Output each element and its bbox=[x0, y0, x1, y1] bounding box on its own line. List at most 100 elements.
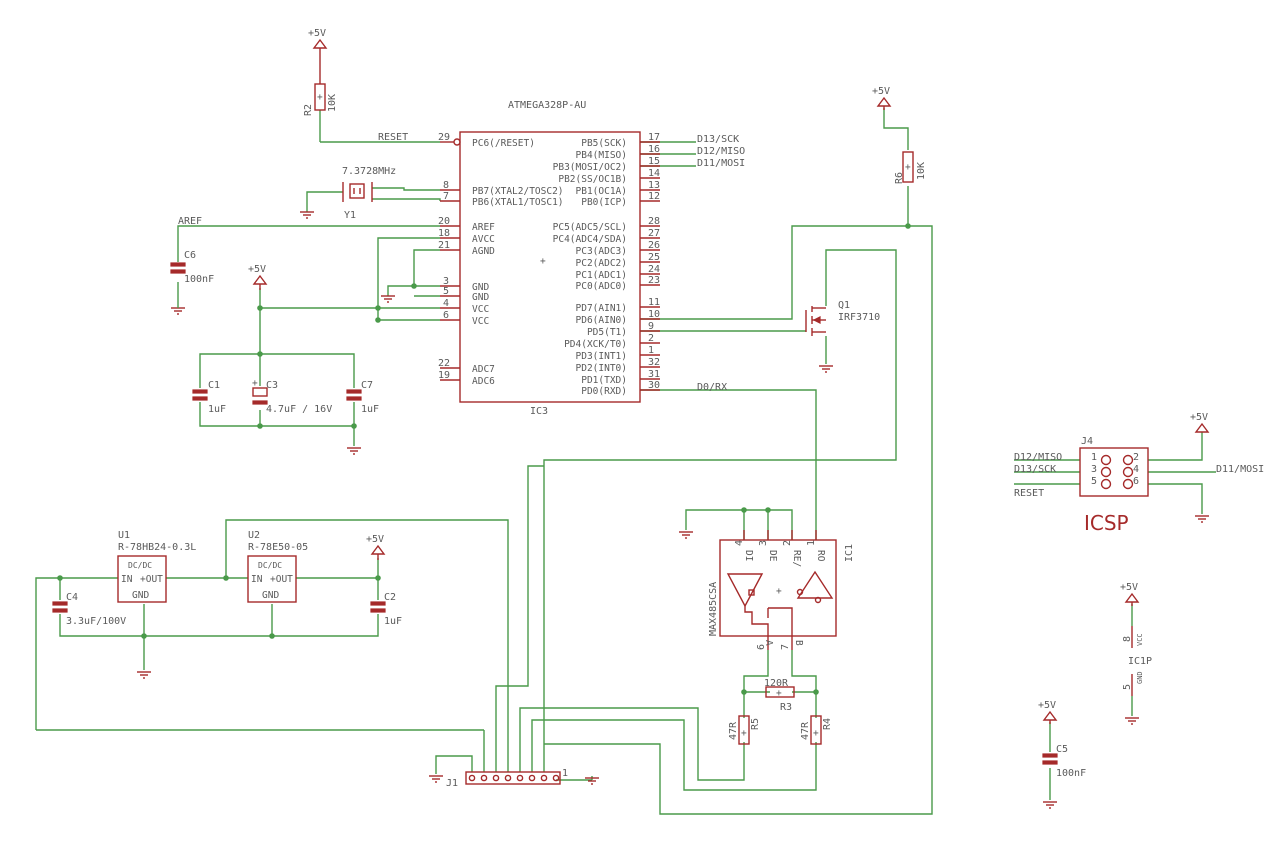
ic1-max485[interactable]: MAX485CSA IC1 4 3 2 1 DI DE RE/ RO + A B… bbox=[708, 530, 855, 650]
ic3-pin-name: VCC bbox=[472, 304, 489, 315]
ic3-pin-num: 30 bbox=[648, 380, 660, 391]
svg-text:+: + bbox=[905, 162, 911, 173]
resistor-r3[interactable]: + 120R R3 bbox=[764, 678, 795, 713]
j1-ref: J1 bbox=[446, 778, 458, 789]
regulator-u2[interactable]: U2 R-78E50-05 DC/DC IN +OUT GND bbox=[247, 530, 308, 603]
r4-value: 47R bbox=[800, 721, 811, 740]
r3-ref: R3 bbox=[780, 702, 792, 713]
net-label-d13: D13/SCK bbox=[697, 134, 739, 145]
q1-value: IRF3710 bbox=[838, 312, 880, 323]
capacitor-c3[interactable]: + C3 4.7uF / 16V bbox=[252, 378, 332, 415]
connector-j1[interactable]: J1 1 bbox=[446, 768, 568, 789]
ic3-right-stubs bbox=[640, 141, 660, 391]
u1-value: R-78HB24-0.3L bbox=[118, 542, 196, 553]
u2-ref: U2 bbox=[248, 530, 260, 541]
svg-text:+5V: +5V bbox=[248, 264, 266, 275]
ic3-pin-name: PB3(MOSI/OC2) bbox=[553, 162, 627, 173]
ic3-pin-name: PC3(ADC3) bbox=[576, 246, 627, 257]
supply-5v-r6: +5V bbox=[872, 86, 892, 110]
ic3-pin-name: PC0(ADC0) bbox=[576, 281, 627, 292]
ic3-pin-name: PC6(/RESET) bbox=[472, 138, 535, 149]
svg-text:+5V: +5V bbox=[1190, 412, 1208, 423]
ic3-pin-num: 9 bbox=[648, 321, 654, 332]
ic1-pin-name: RE/ bbox=[791, 550, 802, 567]
resistor-r5[interactable]: + 47R R5 bbox=[728, 715, 761, 745]
ic3-pin-name: PB0(ICP) bbox=[581, 197, 627, 208]
icsp-caption: ICSP bbox=[1084, 511, 1129, 535]
y1-value: 7.3728MHz bbox=[342, 166, 396, 177]
mosfet-q1[interactable]: Q1 IRF3710 bbox=[805, 300, 880, 336]
capacitor-c1[interactable]: C1 1uF bbox=[192, 380, 226, 415]
ic3-atmega328p[interactable]: ATMEGA328P-AU IC3 + 29 8 7 20 18 21 3 5 … bbox=[438, 100, 660, 417]
ic3-pin-num: 2 bbox=[648, 333, 654, 344]
ic3-pin-num: 24 bbox=[648, 264, 660, 275]
c4-value: 3.3uF/100V bbox=[66, 616, 126, 627]
ic3-pin-name: AGND bbox=[472, 246, 495, 257]
u2-gnd: GND bbox=[262, 590, 279, 601]
r5-ref: R5 bbox=[750, 718, 761, 730]
ic1-pin-num: 4 bbox=[734, 540, 745, 546]
resistor-r2[interactable]: + R2 10K bbox=[303, 56, 338, 116]
crystal-y1[interactable]: 7.3728MHz Y1 bbox=[342, 166, 396, 221]
ic3-pin-name: GND bbox=[472, 292, 489, 303]
c1-value: 1uF bbox=[208, 404, 226, 415]
svg-text:+5V: +5V bbox=[308, 28, 326, 39]
resistor-r6[interactable]: + R6 10K bbox=[894, 151, 927, 184]
svg-text:+5V: +5V bbox=[872, 86, 890, 97]
ic1p-vcc-pin: 8 bbox=[1122, 636, 1133, 642]
net-label-icsp-d13: D13/SCK bbox=[1014, 464, 1056, 475]
u2-out: +OUT bbox=[270, 574, 293, 585]
capacitor-c2[interactable]: C2 1uF bbox=[370, 592, 402, 627]
c3-value: 4.7uF / 16V bbox=[266, 404, 332, 415]
ic3-pin-name: GND bbox=[472, 282, 489, 293]
connector-j4-icsp[interactable]: J4 1 2 3 4 5 6 ICSP bbox=[1079, 436, 1149, 535]
j4-pin-num: 1 bbox=[1091, 452, 1097, 463]
ic3-pin-num: 28 bbox=[648, 216, 660, 227]
ic1-pin-num: 2 bbox=[782, 540, 793, 546]
svg-text:+: + bbox=[741, 728, 747, 739]
c1-ref: C1 bbox=[208, 380, 220, 391]
ic3-pin-num: 23 bbox=[648, 275, 660, 286]
ic3-pin-num: 16 bbox=[648, 144, 660, 155]
j4-pin-num: 6 bbox=[1133, 476, 1139, 487]
net-label-d11: D11/MOSI bbox=[697, 158, 745, 169]
supply-5v-j4: +5V bbox=[1190, 412, 1210, 433]
c3-ref: C3 bbox=[266, 380, 278, 391]
c2-value: 1uF bbox=[384, 616, 402, 627]
regulator-u1[interactable]: U1 R-78HB24-0.3L DC/DC IN +OUT GND bbox=[117, 530, 196, 603]
net-label-icsp-d11: D11/MOSI bbox=[1216, 464, 1264, 475]
supply-5v-u2: +5V bbox=[366, 534, 386, 560]
ic3-pin-num: 19 bbox=[438, 370, 450, 381]
capacitor-c5[interactable]: C5 100nF bbox=[1042, 744, 1086, 779]
net-label-d12: D12/MISO bbox=[697, 146, 745, 157]
ic3-pin-name: PC5(ADC5/SCL) bbox=[553, 222, 627, 233]
svg-text:+: + bbox=[776, 688, 782, 699]
c7-ref: C7 bbox=[361, 380, 373, 391]
ic1-pin-name: RO bbox=[815, 550, 826, 562]
capacitor-c4[interactable]: C4 3.3uF/100V bbox=[52, 592, 126, 627]
ic1p-power[interactable]: 8 VCC IC1P 5 GND bbox=[1122, 626, 1152, 696]
ground-symbols bbox=[137, 211, 1209, 809]
capacitor-c6[interactable]: C6 100nF bbox=[170, 250, 214, 285]
resistor-r4[interactable]: + 47R R4 bbox=[800, 715, 833, 745]
ic1p-gnd: GND bbox=[1136, 671, 1144, 684]
ic3-pin-name: PD7(AIN1) bbox=[576, 303, 627, 314]
ic3-pin-num: 3 bbox=[443, 276, 449, 287]
r2-value: 10K bbox=[327, 94, 338, 112]
ic3-pin-name: AVCC bbox=[472, 234, 495, 245]
ic1-ref: IC1 bbox=[844, 544, 855, 562]
ic3-pin-num: 1 bbox=[648, 345, 654, 356]
ic3-right-names: PB5(SCK) PB4(MISO) PB3(MOSI/OC2) PB2(SS/… bbox=[553, 138, 627, 397]
ic1-pin-num: 6 bbox=[756, 644, 767, 650]
capacitor-c7[interactable]: C7 1uF bbox=[346, 380, 379, 415]
ic1-pin-name: B bbox=[793, 640, 804, 646]
ic3-pin-num: 22 bbox=[438, 358, 450, 369]
svg-text:+: + bbox=[317, 92, 323, 103]
svg-text:+: + bbox=[813, 728, 819, 739]
c6-ref: C6 bbox=[184, 250, 196, 261]
ic3-pin-name: PD6(AIN0) bbox=[576, 315, 627, 326]
ic3-pin-name: ADC6 bbox=[472, 376, 495, 387]
wires bbox=[35, 108, 1216, 815]
ic3-pin-num: 11 bbox=[648, 297, 660, 308]
ic3-pin-name: PB4(MISO) bbox=[576, 150, 627, 161]
